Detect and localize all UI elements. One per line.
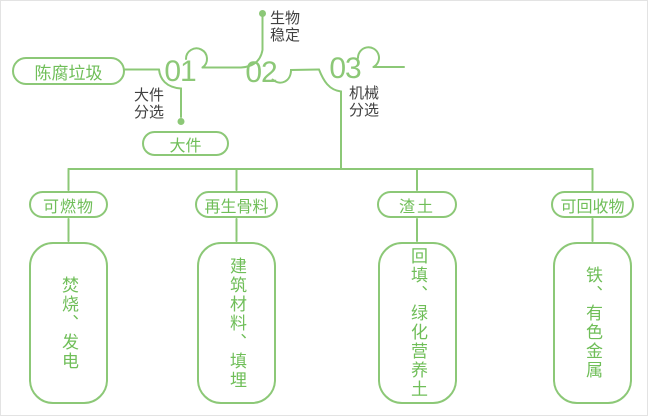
category-pill-slag-soil: 渣土: [377, 191, 457, 218]
result-text: 建筑材料、填埋: [227, 256, 246, 390]
category-pill-combustibles: 可燃物: [29, 191, 108, 218]
result-text: 回填、绿化营养土: [408, 247, 427, 399]
step-number-1: 01: [164, 55, 196, 88]
bio-stabilization-dot: [259, 10, 266, 17]
result-box-building-materials: 建筑材料、填埋: [197, 242, 276, 404]
bulky-output-label: 大件: [169, 137, 202, 155]
step-label-bulky-sorting: 大件分选: [134, 87, 165, 121]
bulky-output-pill: 大件: [142, 131, 229, 156]
category-label: 可回收物: [560, 198, 625, 216]
source-pill: 陈腐垃圾: [12, 57, 125, 85]
category-label: 渣土: [398, 198, 435, 216]
step02-swirl: [271, 68, 320, 84]
source-label: 陈腐垃圾: [34, 63, 103, 83]
step-label-mechanical-sorting: 机械分选: [349, 85, 380, 119]
category-pill-recyclables: 可回收物: [551, 191, 634, 218]
result-box-incineration: 焚烧、发电: [29, 242, 108, 404]
result-text: 焚烧、发电: [59, 275, 78, 371]
result-text: 铁、有色金属: [583, 266, 602, 380]
category-label: 再生骨料: [204, 198, 269, 216]
step-label-bio-stabilization: 生物稳定: [270, 10, 301, 44]
step01-swirl: [184, 47, 208, 69]
result-box-backfill: 回填、绿化营养土: [378, 242, 457, 404]
step-number-3: 03: [329, 52, 361, 85]
line-step03-drop: [318, 68, 342, 170]
step-number-2: 02: [245, 56, 277, 89]
category-pill-recycled-aggregate: 再生骨料: [195, 191, 278, 218]
bulky-dot: [177, 118, 185, 125]
line-step01-drop: [158, 68, 182, 118]
line-step01-to-bio: [201, 16, 264, 69]
result-box-metals: 铁、有色金属: [553, 242, 632, 404]
step03-swirl: [356, 46, 380, 68]
category-label: 可燃物: [42, 198, 94, 216]
